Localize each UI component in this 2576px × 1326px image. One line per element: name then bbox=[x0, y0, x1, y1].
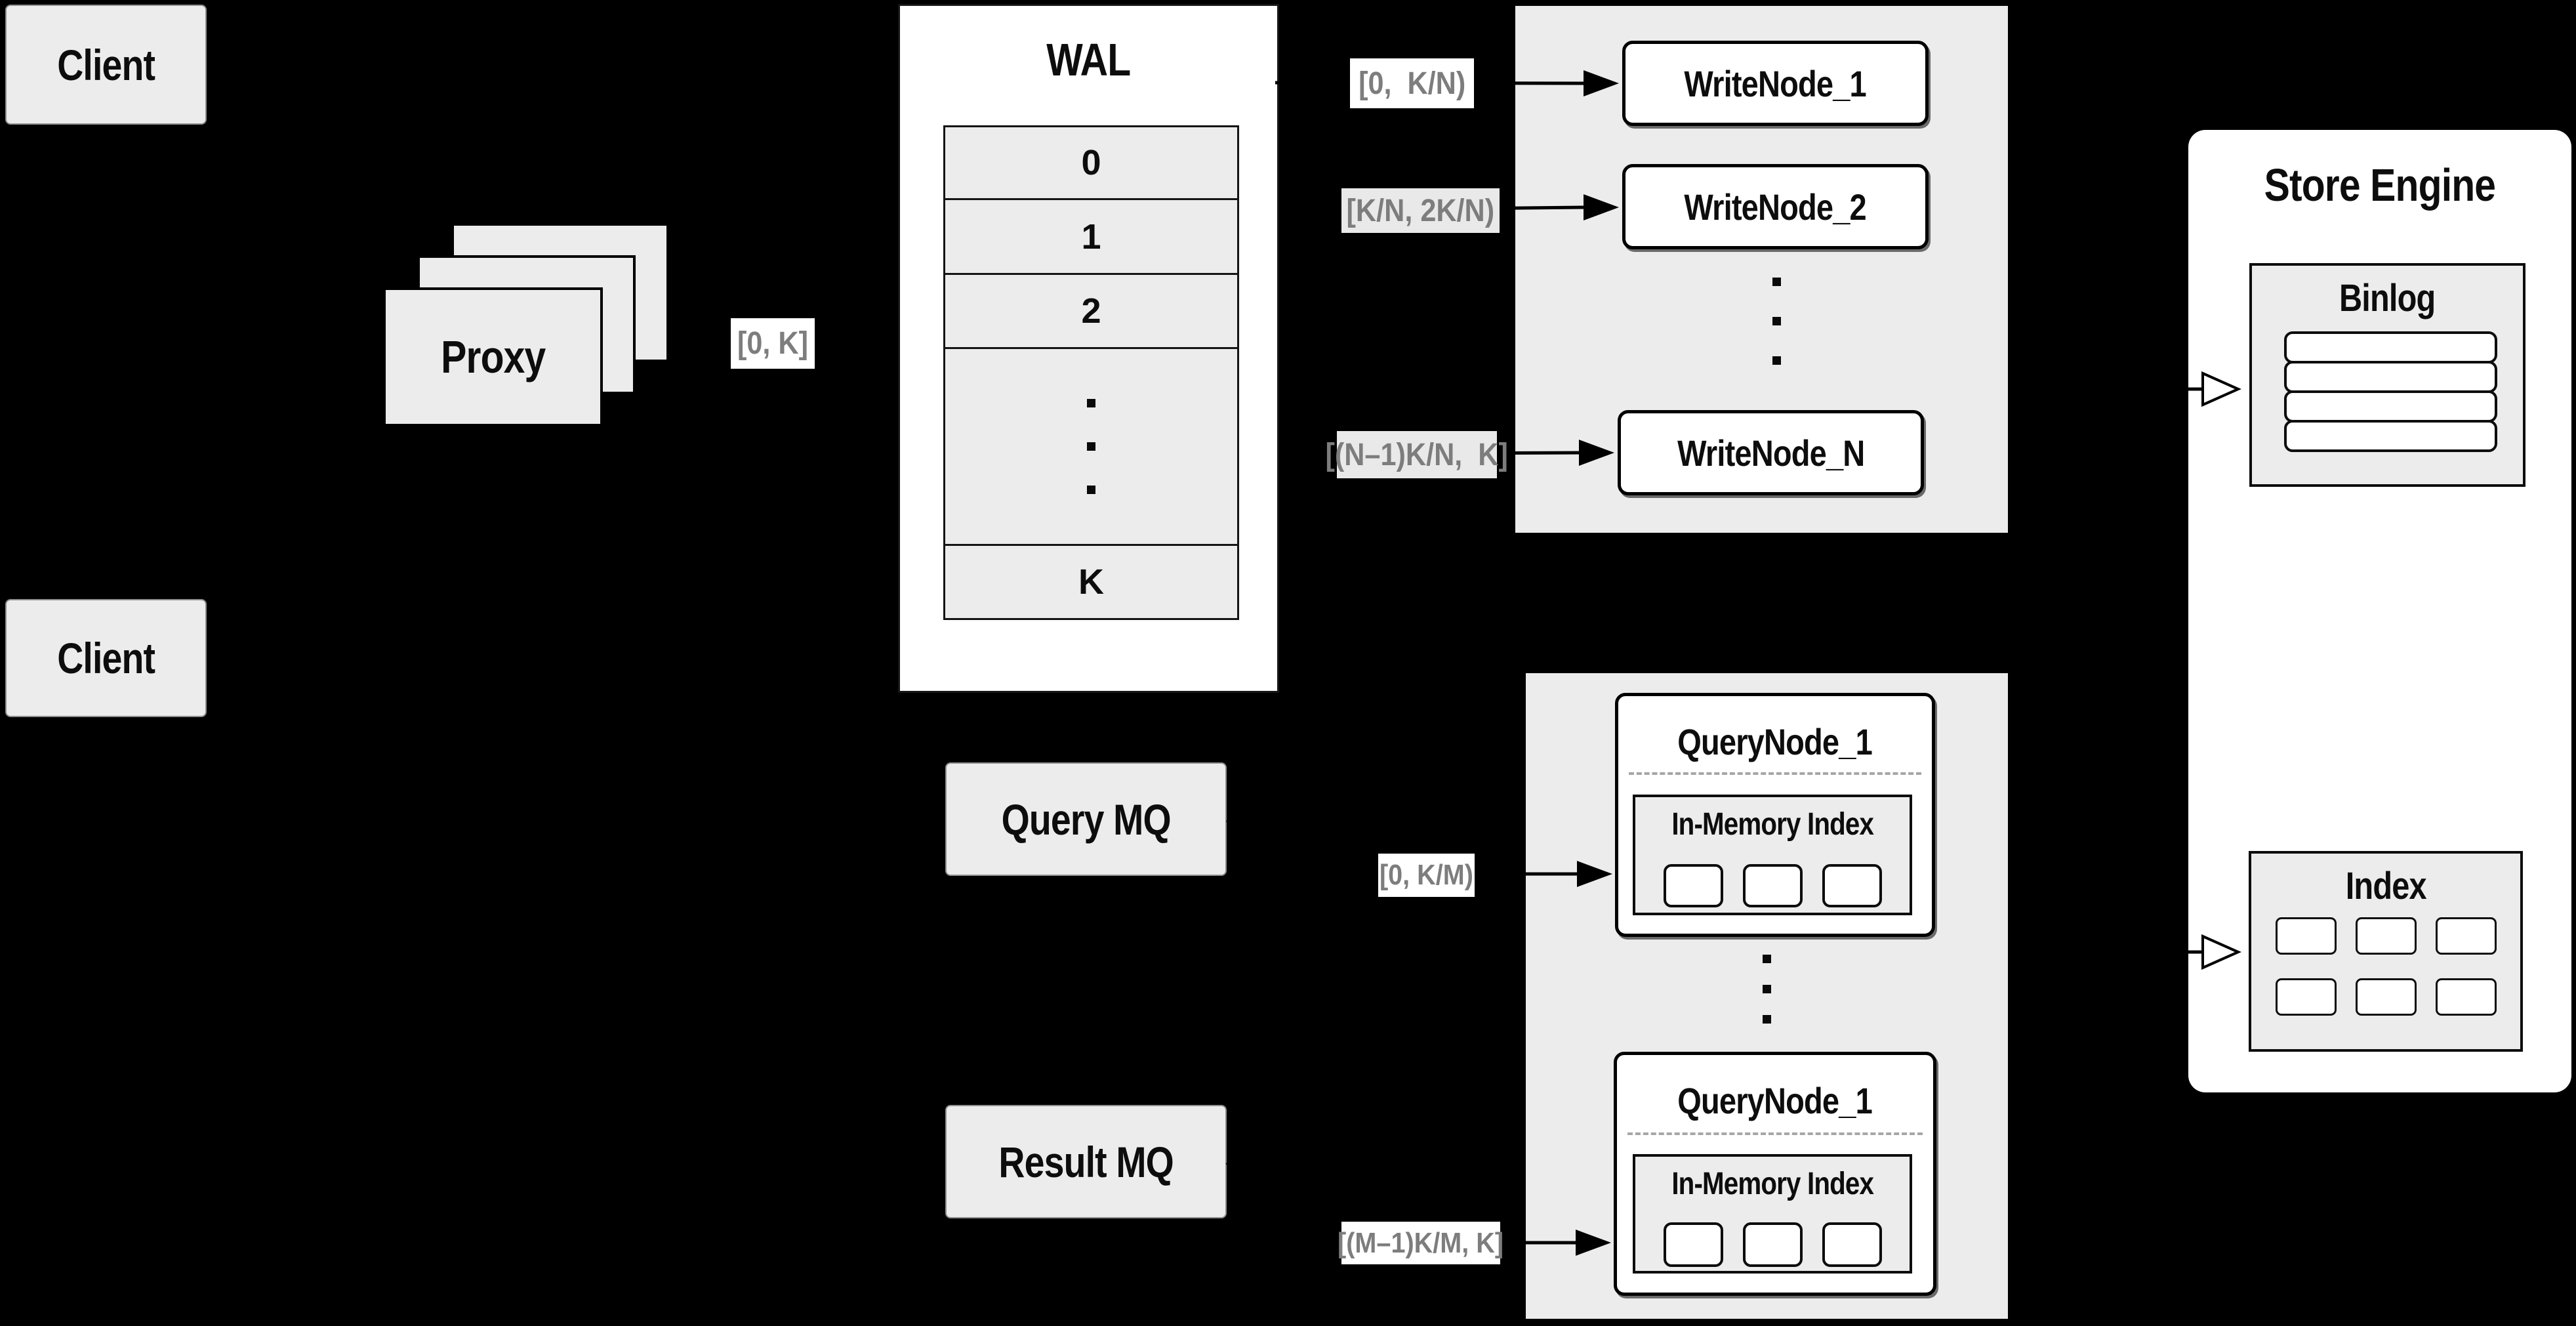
ellipsis-dot-icon bbox=[1763, 955, 1771, 963]
index-cell bbox=[2435, 978, 2497, 1016]
proxy-label: Proxy bbox=[440, 331, 546, 383]
wal-title-wrap: WAL bbox=[900, 26, 1277, 94]
memory-segment-cell bbox=[1742, 1222, 1803, 1267]
arrow-client-top-to-proxy bbox=[207, 64, 378, 285]
write-node-1-label: WriteNode_1 bbox=[1684, 62, 1867, 104]
index-title-wrap: Index bbox=[2251, 860, 2520, 911]
store-engine-title: Store Engine bbox=[2264, 159, 2496, 211]
dashed-separator bbox=[1629, 772, 1921, 775]
wal-segment-row: K bbox=[943, 544, 1239, 620]
in-memory-index-top-title: In-Memory Index bbox=[1671, 806, 1874, 842]
query-node-top-title-wrap: QueryNode_1 bbox=[1618, 711, 1932, 772]
wal-segment-row: 2 bbox=[943, 273, 1239, 349]
proxy-box: Proxy bbox=[383, 287, 603, 426]
wal-segment-1: 1 bbox=[1081, 217, 1101, 257]
wal-segment-0: 0 bbox=[1081, 143, 1101, 182]
index-cell bbox=[2355, 917, 2417, 955]
query-mq-label: Query MQ bbox=[1001, 795, 1171, 844]
dashed-separator bbox=[1627, 1132, 1923, 1135]
range-label-wal-to-write-node-n: [(N–1)K/N, K] bbox=[1326, 431, 1508, 478]
query-node-top-box: QueryNode_1 In-Memory Index bbox=[1615, 693, 1935, 937]
memory-segment-cell bbox=[1663, 1222, 1723, 1267]
ellipsis-dot-icon bbox=[1772, 278, 1781, 286]
query-node-group: QueryNode_1 In-Memory Index bbox=[1523, 671, 2011, 1321]
write-node-ellipsis bbox=[1772, 278, 1781, 365]
ellipsis-dot-icon bbox=[1087, 399, 1095, 407]
in-memory-index-bottom-title: In-Memory Index bbox=[1671, 1166, 1874, 1201]
index-cell bbox=[2275, 917, 2337, 955]
in-memory-index-bottom-cells bbox=[1635, 1222, 1910, 1267]
index-title: Index bbox=[2345, 864, 2426, 907]
binlog-box: Binlog bbox=[2249, 263, 2525, 487]
ellipsis-dot-icon bbox=[1763, 1015, 1771, 1024]
client-top-box: Client bbox=[5, 5, 207, 125]
index-cell bbox=[2435, 917, 2497, 955]
query-node-bottom-title-wrap: QueryNode_1 bbox=[1617, 1069, 1933, 1131]
memory-segment-cell bbox=[1663, 864, 1723, 907]
wal-box: WAL 0 1 2 K bbox=[898, 4, 1279, 693]
range-label-wal-to-write-node-1: [0, K/N) bbox=[1350, 58, 1474, 108]
query-node-bottom-title: QueryNode_1 bbox=[1677, 1079, 1873, 1121]
binlog-rows bbox=[2284, 331, 2497, 452]
store-engine-title-wrap: Store Engine bbox=[2188, 154, 2571, 217]
query-node-top-title: QueryNode_1 bbox=[1677, 720, 1873, 762]
store-engine-box: Store Engine Binlog Index bbox=[2188, 130, 2571, 1092]
range-label-wal-to-write-node-2: [K/N, 2K/N) bbox=[1341, 188, 1500, 233]
client-bottom-box: Client bbox=[5, 599, 207, 717]
wal-segment-row: 0 bbox=[943, 125, 1239, 200]
binlog-row bbox=[2284, 331, 2497, 363]
range-label-proxy-to-wal: [0, K] bbox=[731, 318, 815, 369]
index-cell-row bbox=[2251, 978, 2520, 1016]
wal-segment-2: 2 bbox=[1081, 291, 1101, 331]
arrow-client-bottom-to-proxy bbox=[207, 430, 378, 660]
ellipsis-dot-icon bbox=[1772, 317, 1781, 325]
memory-segment-cell bbox=[1822, 864, 1882, 907]
ellipsis-dot-icon bbox=[1087, 442, 1095, 451]
memory-segment-cell bbox=[1822, 1222, 1882, 1267]
binlog-title: Binlog bbox=[2339, 276, 2436, 320]
client-top-label: Client bbox=[57, 40, 155, 89]
binlog-row bbox=[2284, 390, 2497, 423]
arrowhead-icon bbox=[861, 330, 895, 356]
memory-segment-cell bbox=[1742, 864, 1803, 907]
in-memory-index-bottom-title-wrap: In-Memory Index bbox=[1635, 1161, 1910, 1207]
index-cell bbox=[2275, 978, 2337, 1016]
write-node-n-box: WriteNode_N bbox=[1618, 410, 1924, 495]
in-memory-index-top-box: In-Memory Index bbox=[1633, 795, 1912, 915]
binlog-row bbox=[2284, 361, 2497, 393]
write-node-1-box: WriteNode_1 bbox=[1622, 41, 1929, 126]
in-memory-index-top-title-wrap: In-Memory Index bbox=[1635, 801, 1910, 847]
in-memory-index-top-cells bbox=[1635, 864, 1910, 907]
wal-segment-ellipsis-row bbox=[943, 347, 1239, 546]
index-box: Index bbox=[2249, 851, 2523, 1052]
wal-segment-k: K bbox=[1078, 562, 1104, 602]
result-mq-label: Result MQ bbox=[998, 1137, 1174, 1186]
write-node-2-label: WriteNode_2 bbox=[1684, 186, 1867, 228]
write-node-2-box: WriteNode_2 bbox=[1622, 164, 1929, 249]
write-node-n-label: WriteNode_N bbox=[1677, 432, 1865, 474]
query-node-ellipsis bbox=[1763, 955, 1771, 1024]
wal-segment-table: 0 1 2 K bbox=[943, 125, 1239, 620]
wal-title: WAL bbox=[1046, 34, 1131, 85]
range-label-result-mq-to-query-node: [(M–1)K/M, K] bbox=[1338, 1222, 1503, 1264]
client-bottom-label: Client bbox=[57, 634, 155, 682]
binlog-title-wrap: Binlog bbox=[2252, 271, 2523, 325]
query-node-bottom-box: QueryNode_1 In-Memory Index bbox=[1614, 1052, 1936, 1296]
binlog-row bbox=[2284, 420, 2497, 452]
result-mq-box: Result MQ bbox=[945, 1105, 1227, 1218]
in-memory-index-bottom-box: In-Memory Index bbox=[1633, 1154, 1912, 1274]
write-node-group: WriteNode_1 WriteNode_2 WriteNode_N bbox=[1513, 3, 2011, 535]
range-label-query-mq-to-query-node: [0, K/M) bbox=[1378, 854, 1475, 897]
ellipsis-dot-icon bbox=[1772, 356, 1781, 365]
index-cell-row bbox=[2251, 917, 2520, 955]
wal-segment-row: 1 bbox=[943, 198, 1239, 275]
ellipsis-dot-icon bbox=[1087, 486, 1095, 494]
index-cell bbox=[2355, 978, 2417, 1016]
ellipsis-dot-icon bbox=[1763, 985, 1771, 993]
query-mq-box: Query MQ bbox=[945, 762, 1227, 876]
